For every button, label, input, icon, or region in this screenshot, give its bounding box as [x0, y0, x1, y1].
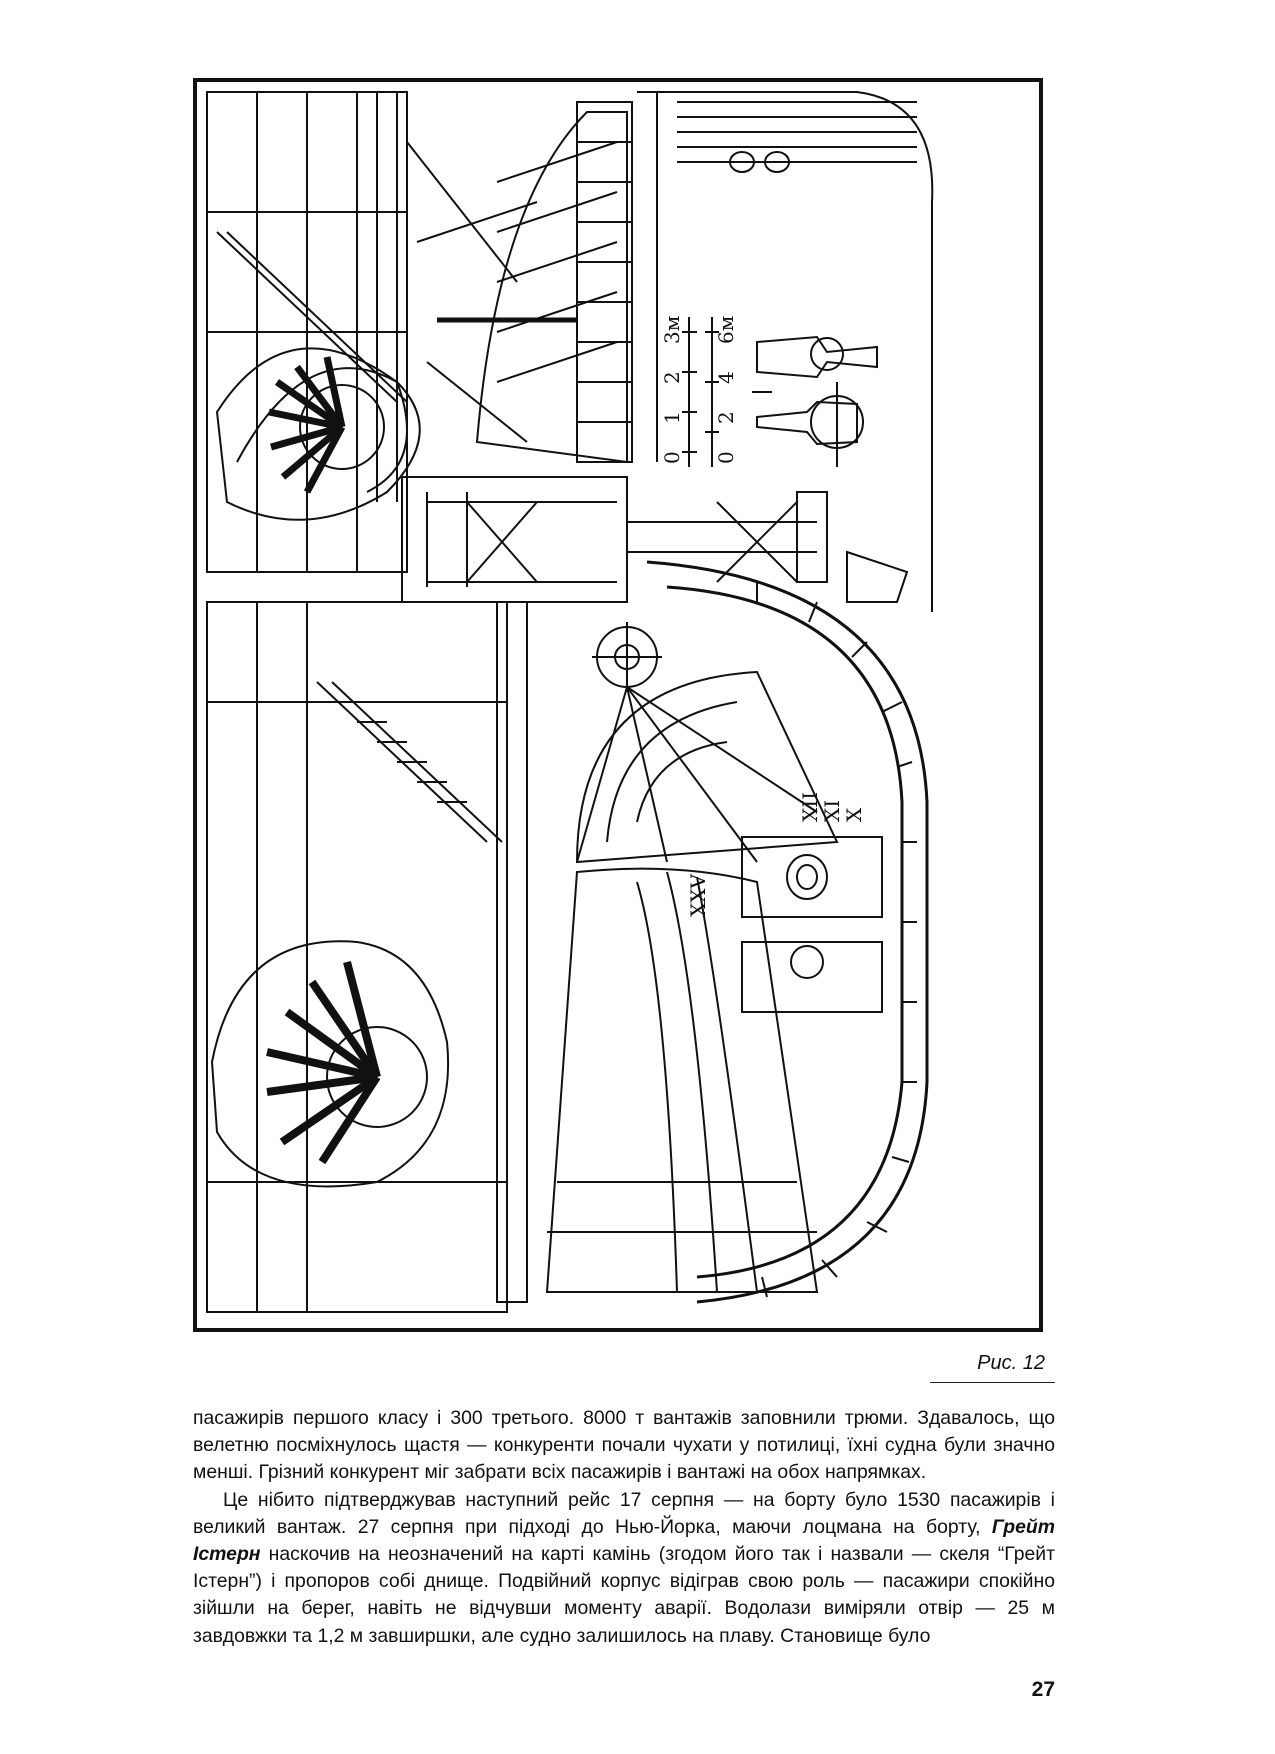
- page-number: 27: [1031, 1678, 1055, 1701]
- paragraph-2-end: наскочив на неозначений на карті камінь …: [193, 1543, 1055, 1647]
- body-text: пасажирів першого класу і 300 третього. …: [193, 1405, 1055, 1650]
- scale-bars: [682, 317, 719, 467]
- stern-frames: [545, 867, 819, 1293]
- figure-caption: Рис. 12: [977, 1352, 1045, 1374]
- rudder-detail: [741, 836, 883, 1013]
- propeller-details: [752, 335, 878, 467]
- ladder-structure: [576, 101, 633, 463]
- roman-label-xxv: XXV: [686, 874, 710, 917]
- paragraph-2-start: Це нібито підтверджував наступний рейс 1…: [193, 1488, 1055, 1538]
- roman-label-x: X: [842, 807, 866, 822]
- scale-label-b2: 2: [714, 411, 738, 424]
- scale-label-b4: 4: [714, 371, 738, 384]
- scale-label-3m: 3м: [660, 316, 684, 344]
- ship-technical-drawing: 0 1 2 3м 0 2 4 6м XII XI X XXV: [193, 78, 1043, 1332]
- masts-rigging: [376, 92, 628, 502]
- paragraph-2: Це нібито підтверджував наступний рейс 1…: [193, 1487, 1055, 1650]
- scale-label-6m: 6м: [714, 316, 738, 344]
- paddle-shaft-assembly: [401, 476, 909, 603]
- lower-paddle-wheel: [210, 940, 450, 1188]
- lower-hull-section: [206, 601, 528, 1313]
- scale-label-1: 1: [660, 411, 684, 424]
- bow-plan-view: [637, 91, 934, 612]
- keel-segmented-curve: [646, 560, 929, 1304]
- drawing-svg: 0 1 2 3м 0 2 4 6м XII XI X XXV: [206, 91, 934, 1313]
- upper-paddle-wheel: [215, 347, 421, 521]
- scale-label-0: 0: [660, 451, 684, 464]
- engine-quadrant: [575, 622, 839, 864]
- scale-label-2: 2: [660, 371, 684, 384]
- roman-label-xi: XI: [820, 800, 844, 822]
- scale-label-b0: 0: [714, 451, 738, 464]
- roman-label-xii: XII: [798, 792, 822, 822]
- paragraph-1: пасажирів першого класу і 300 третього. …: [193, 1407, 1055, 1484]
- ship-name-emphasis: Грейт Істерн: [193, 1515, 1055, 1566]
- caption-divider: [930, 1382, 1055, 1383]
